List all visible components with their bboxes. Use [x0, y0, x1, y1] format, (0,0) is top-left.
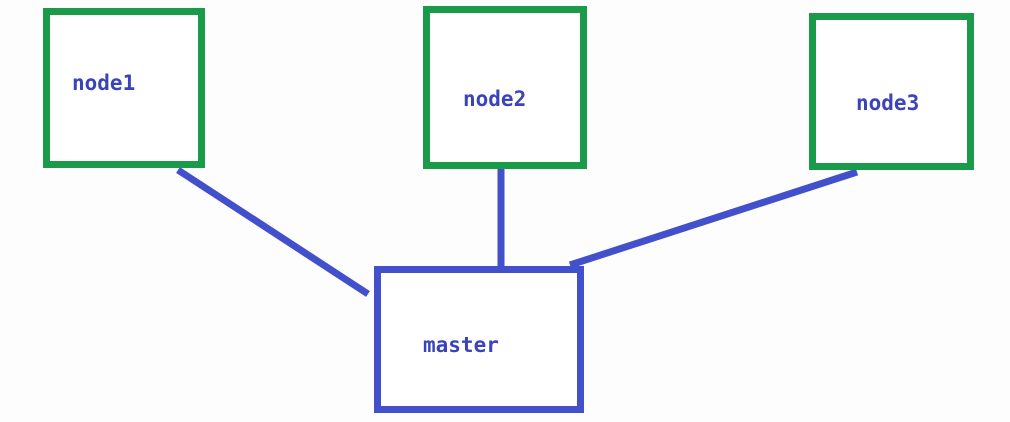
node2-box: node2: [423, 6, 587, 169]
master-box: master: [374, 266, 584, 413]
connector-node1-master: [176, 167, 370, 297]
node3-box: node3: [809, 13, 974, 170]
node3-label: node3: [856, 91, 920, 115]
connector-node3-master: [568, 168, 859, 269]
node2-label: node2: [463, 87, 527, 111]
node1-label: node1: [72, 71, 136, 95]
node1-box: node1: [43, 8, 205, 168]
master-label: master: [423, 333, 499, 357]
